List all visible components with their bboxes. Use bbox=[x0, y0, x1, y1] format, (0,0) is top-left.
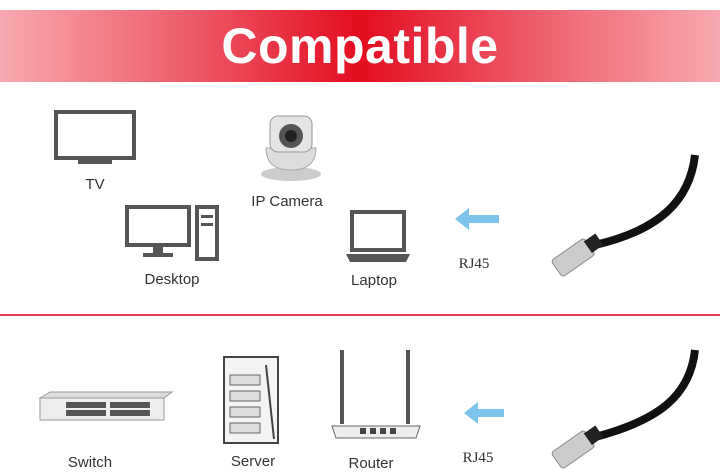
server-icon bbox=[223, 356, 279, 444]
compatible-banner: Compatible bbox=[0, 10, 720, 82]
rj45-cable-icon bbox=[551, 154, 699, 277]
ip-camera-label: IP Camera bbox=[251, 193, 323, 210]
router-icon bbox=[331, 350, 421, 439]
switch-label: Switch bbox=[67, 454, 113, 471]
desktop-label: Desktop bbox=[144, 271, 200, 288]
arrow-left-icon bbox=[464, 402, 504, 424]
tv-label: TV bbox=[85, 176, 105, 193]
desktop-icon bbox=[125, 205, 219, 261]
rj45-label-top: RJ45 bbox=[458, 256, 490, 272]
rj45-label-bottom: RJ45 bbox=[462, 450, 494, 466]
ip-camera-icon bbox=[261, 115, 321, 181]
banner-title: Compatible bbox=[221, 18, 499, 74]
router-label: Router bbox=[348, 455, 394, 472]
laptop-icon bbox=[346, 210, 410, 262]
tv-icon bbox=[54, 110, 136, 164]
switch-icon bbox=[38, 391, 174, 421]
section-divider bbox=[0, 314, 720, 316]
laptop-label: Laptop bbox=[351, 272, 397, 289]
rj45-cable-icon bbox=[551, 349, 699, 469]
arrow-left-icon bbox=[455, 208, 499, 230]
server-label: Server bbox=[230, 453, 276, 470]
